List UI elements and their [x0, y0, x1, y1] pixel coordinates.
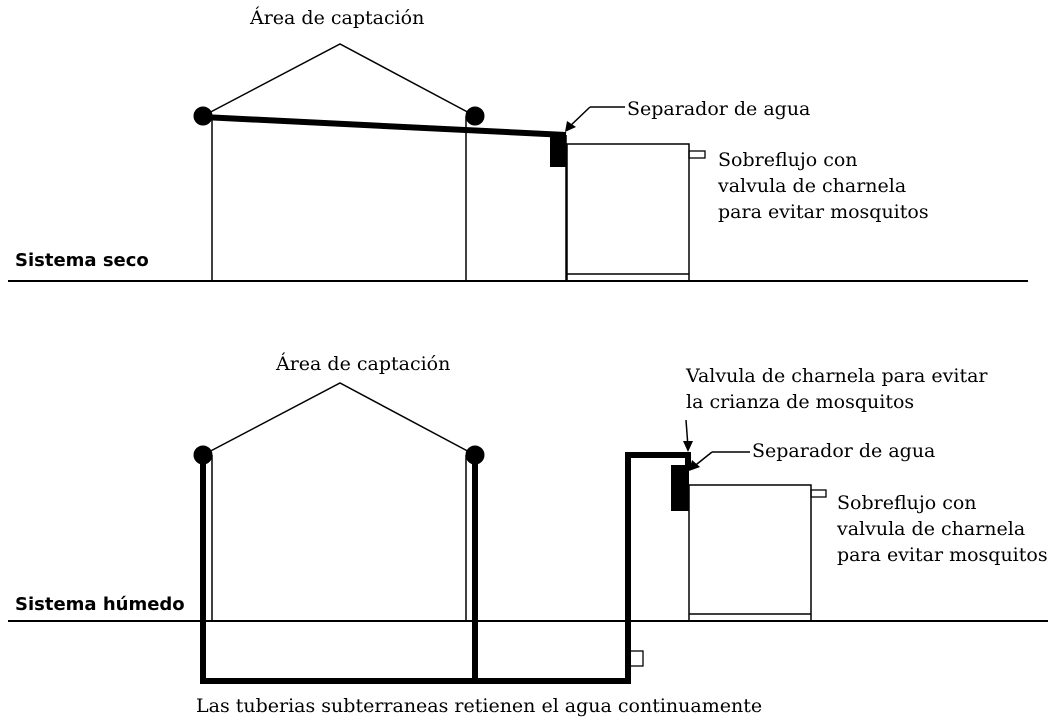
dry-system [8, 43, 1028, 282]
system-label-dry: Sistema seco [15, 250, 149, 271]
gutter-end-left-dry [193, 106, 213, 126]
overflow-label-dry-line-1: Sobreflujo con [718, 149, 858, 171]
overflow-pipe-dry [688, 150, 706, 159]
drain-valve-wet [629, 650, 644, 667]
flap-valve-label-wet: Valvula de charnela para evitar la crian… [686, 363, 988, 415]
overflow-label-wet-line-2: valvula de charnela [837, 518, 1026, 540]
underground-pipe-wet [200, 452, 691, 684]
overflow-label-wet-line-1: Sobreflujo con [837, 492, 977, 514]
catchment-label-wet: Área de captación [276, 353, 451, 375]
flap-valve-label-wet-line-1: Valvula de charnela para evitar [686, 365, 988, 387]
separator-arrowhead-dry [565, 121, 576, 132]
gutter-end-right-wet [465, 445, 485, 465]
separator-arrowhead-wet [689, 460, 700, 471]
water-separator-wet [671, 465, 689, 511]
overflow-pipe-wet [810, 489, 827, 498]
tank-dry [566, 143, 690, 282]
gutter-end-right-dry [465, 106, 485, 126]
roof-wet [202, 382, 476, 456]
gutter-end-left-wet [193, 445, 213, 465]
overflow-label-dry-line-2: valvula de charnela [718, 175, 907, 197]
overflow-label-wet-line-3: para evitar mosquitos [837, 544, 1048, 566]
gutter-pipe-dry [202, 114, 567, 138]
overflow-label-dry: Sobreflujo con valvula de charnela para … [718, 147, 929, 225]
flap-valve-label-wet-line-2: la crianza de mosquitos [686, 391, 915, 413]
flap-valve-arrowhead-wet [683, 441, 693, 452]
wet-system [8, 382, 1048, 684]
overflow-label-wet: Sobreflujo con valvula de charnela para … [837, 490, 1048, 568]
roof-dry [202, 43, 476, 117]
system-label-wet: Sistema húmedo [15, 594, 185, 615]
separator-label-wet: Separador de agua [752, 440, 936, 462]
overflow-label-dry-line-3: para evitar mosquitos [718, 201, 929, 223]
underground-caption: Las tuberias subterraneas retienen el ag… [196, 695, 763, 717]
tank-wet [688, 484, 812, 622]
catchment-label-dry: Área de captación [250, 7, 425, 29]
separator-label-dry: Separador de agua [627, 98, 811, 120]
water-separator-dry [550, 133, 566, 167]
